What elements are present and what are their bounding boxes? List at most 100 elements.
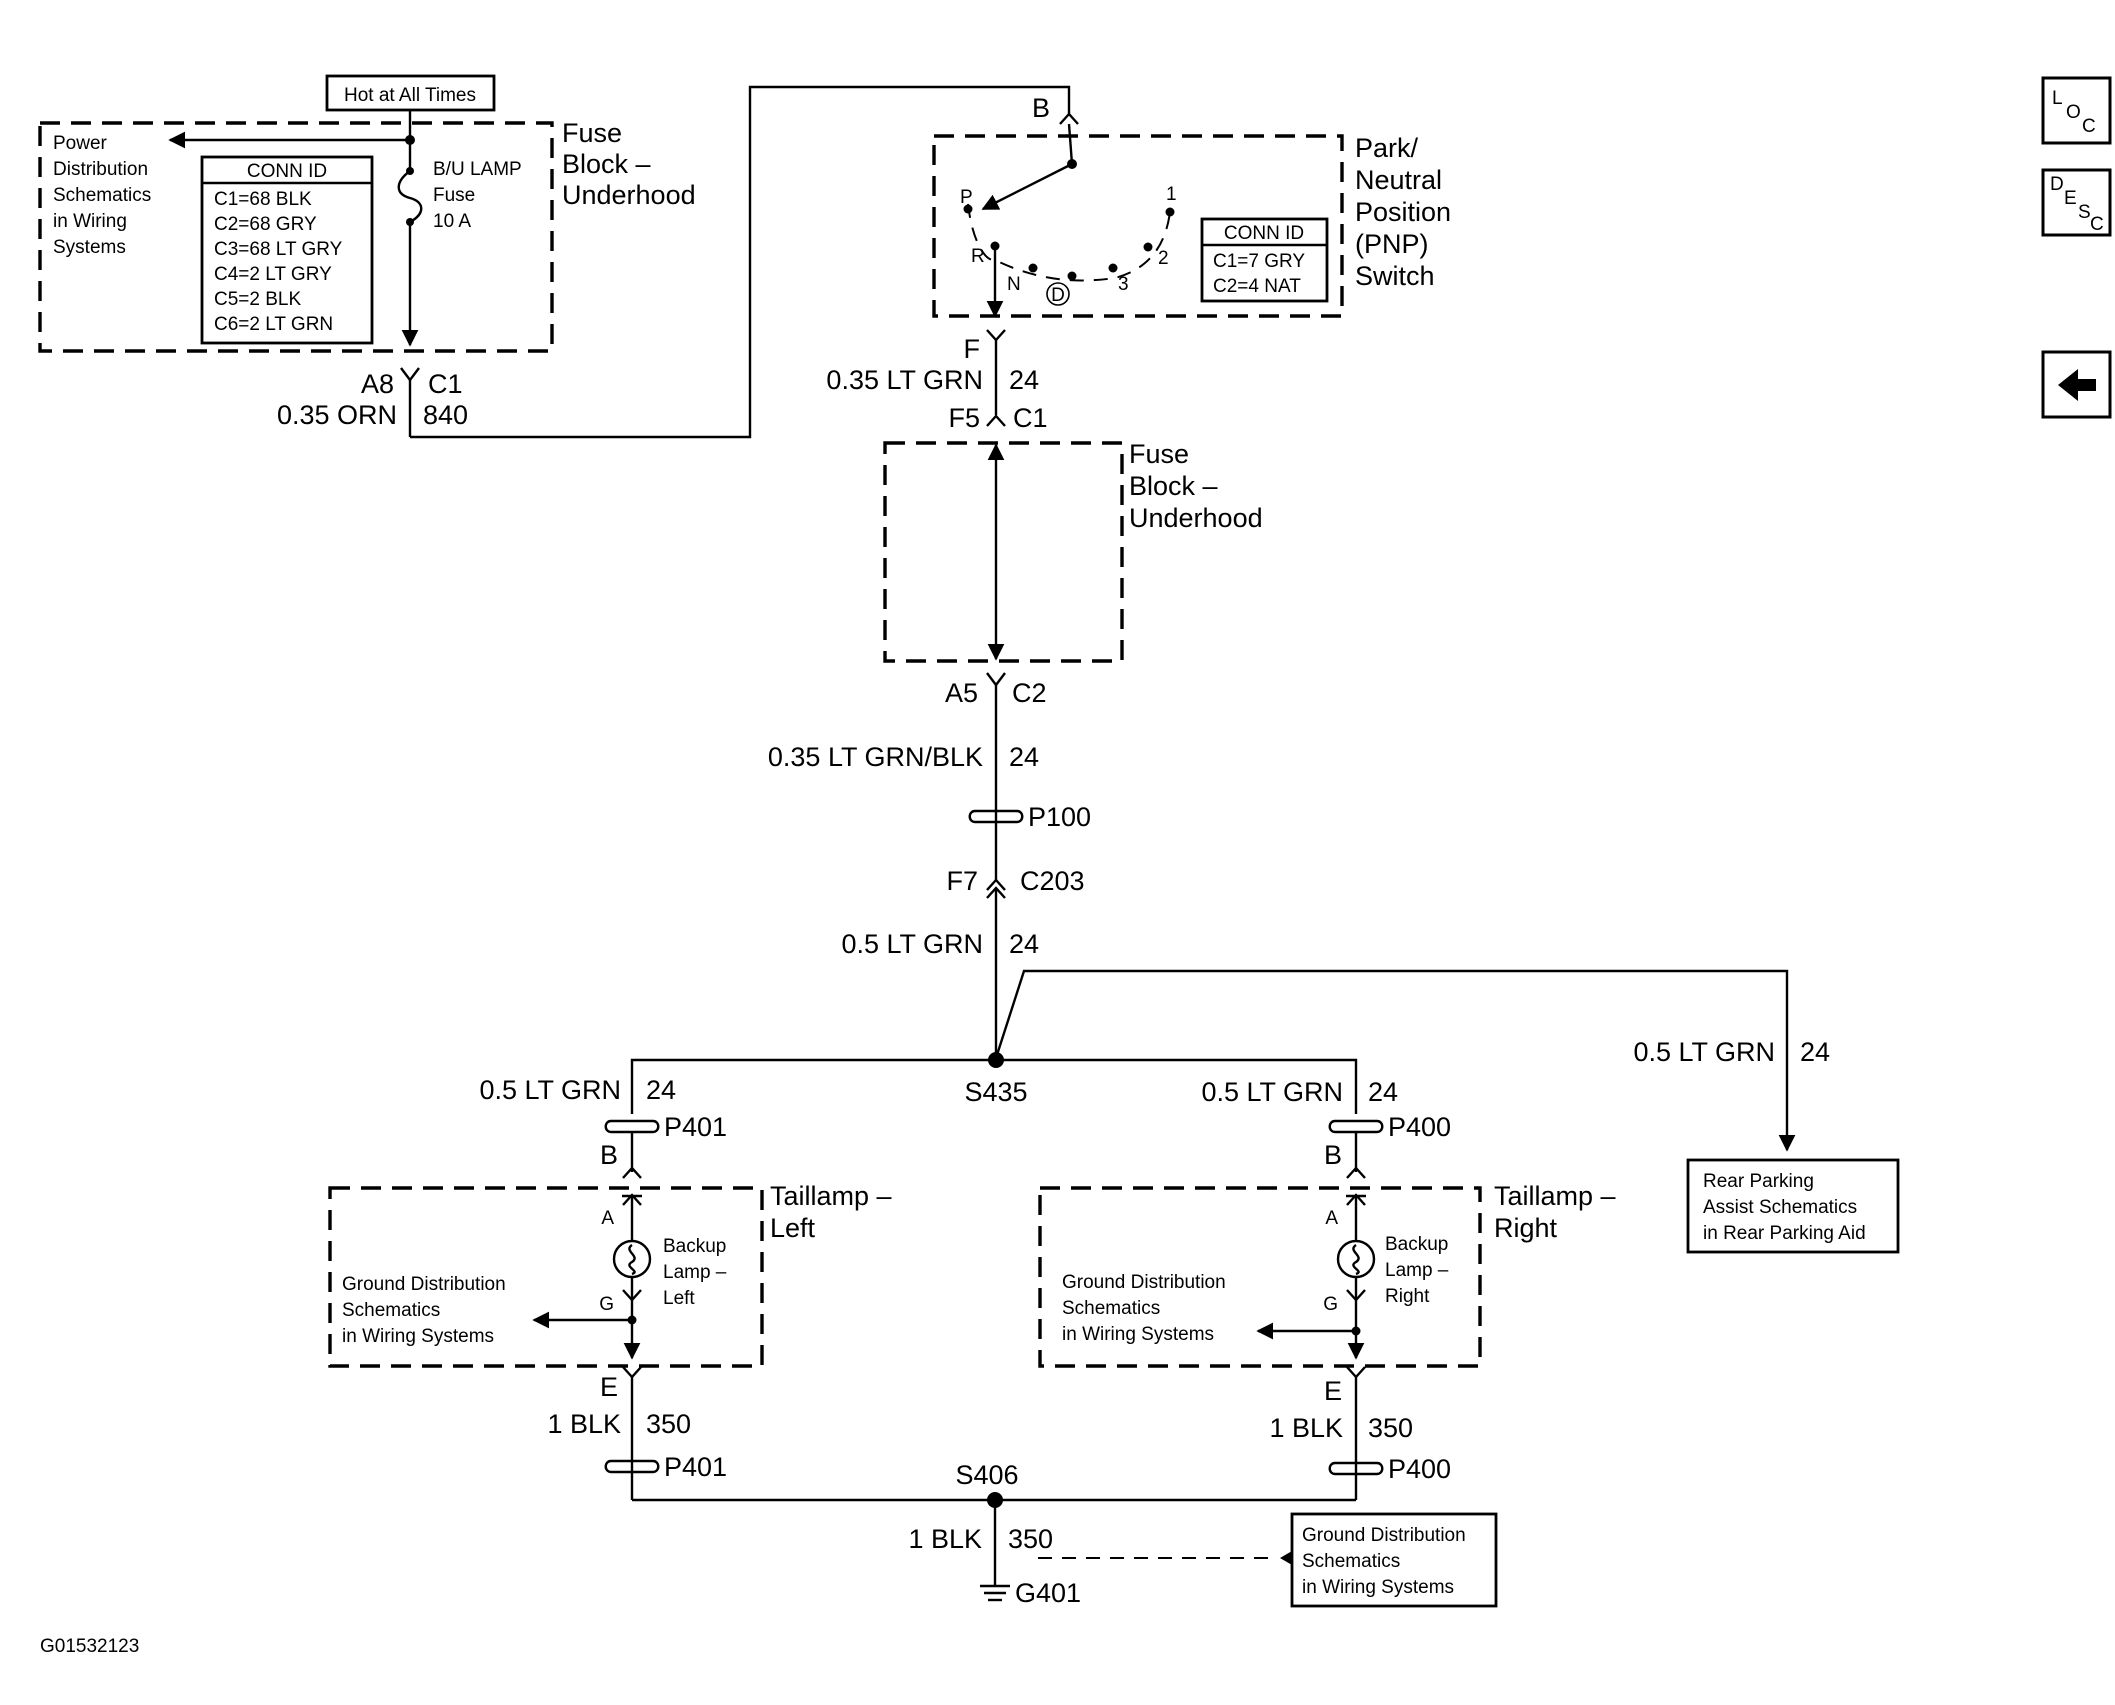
svg-text:G401: G401	[1015, 1578, 1081, 1608]
svg-text:10 A: 10 A	[433, 211, 471, 232]
svg-text:Assist Schematics: Assist Schematics	[1703, 1197, 1857, 1218]
svg-text:Switch: Switch	[1355, 261, 1435, 291]
ground-distribution-reference-left[interactable]: Ground Distribution Schematics in Wiring…	[342, 1274, 506, 1347]
svg-text:A: A	[1325, 1208, 1338, 1229]
svg-text:Hot at All Times: Hot at All Times	[344, 85, 476, 106]
taillamp-right-box	[1038, 1186, 1482, 1368]
conn-id-table-fuse-block: CONN ID C1=68 BLK C2=68 GRY C3=68 LT GRY…	[200, 155, 374, 345]
right-pin-e: E	[1324, 1366, 1366, 1406]
backup-lamp-right-label: Backup Lamp – Right	[1385, 1234, 1449, 1307]
svg-text:L: L	[2052, 88, 2063, 109]
wire-350-right-label: 1 BLK 350	[1269, 1413, 1413, 1443]
svg-text:C1=7 GRY: C1=7 GRY	[1213, 251, 1305, 272]
svg-text:Left: Left	[663, 1288, 695, 1309]
svg-text:B/U LAMP: B/U LAMP	[433, 159, 522, 180]
svg-text:Neutral: Neutral	[1355, 165, 1442, 195]
svg-text:24: 24	[1009, 929, 1039, 959]
taillamp-left-title: Taillamp – Left	[770, 1181, 892, 1243]
pnp-pin-f: F	[964, 329, 1006, 364]
svg-text:E: E	[600, 1372, 618, 1402]
svg-text:C1: C1	[1013, 403, 1048, 433]
wire-24-right-label: 0.5 LT GRN 24	[1201, 1077, 1398, 1107]
svg-text:Right: Right	[1494, 1213, 1558, 1243]
svg-text:24: 24	[1009, 742, 1039, 772]
svg-text:P401: P401	[664, 1452, 727, 1482]
left-pin-a: A	[601, 1193, 642, 1229]
svg-text:Ground Distribution: Ground Distribution	[1302, 1525, 1466, 1546]
svg-text:O: O	[2066, 102, 2081, 123]
taillamp-left-box	[328, 1186, 764, 1368]
svg-text:Lamp –: Lamp –	[1385, 1260, 1449, 1281]
svg-text:F: F	[964, 334, 981, 364]
svg-text:F7: F7	[946, 866, 978, 896]
pnp-switch-box	[932, 134, 1344, 318]
svg-text:B: B	[600, 1140, 618, 1170]
svg-text:Taillamp –: Taillamp –	[1494, 1181, 1616, 1211]
back-button[interactable]	[2041, 350, 2112, 419]
svg-text:Fuse: Fuse	[433, 185, 475, 206]
power-distribution-reference[interactable]: Power Distribution Schematics in Wiring …	[53, 133, 151, 258]
svg-text:C: C	[2082, 116, 2096, 137]
svg-text:in Rear Parking Aid: in Rear Parking Aid	[1703, 1223, 1866, 1244]
svg-text:Lamp –: Lamp –	[663, 1262, 727, 1283]
svg-text:C2=68 GRY: C2=68 GRY	[214, 214, 317, 235]
svg-text:Block –: Block –	[1129, 471, 1218, 501]
ground-distribution-reference-right[interactable]: Ground Distribution Schematics in Wiring…	[1062, 1272, 1226, 1345]
svg-text:3: 3	[1118, 274, 1129, 295]
svg-text:A: A	[601, 1208, 614, 1229]
bu-lamp-fuse-label: B/U LAMP Fuse 10 A	[433, 159, 522, 232]
svg-text:Park/: Park/	[1355, 133, 1419, 163]
figure-id: G01532123	[40, 1636, 139, 1657]
left-pin-g: G	[599, 1289, 642, 1315]
left-pin-b: B	[600, 1140, 642, 1179]
svg-text:Rear Parking: Rear Parking	[1703, 1171, 1814, 1192]
svg-text:B: B	[1324, 1140, 1342, 1170]
svg-text:Schematics: Schematics	[53, 185, 151, 206]
svg-text:1: 1	[1166, 184, 1177, 205]
svg-text:24: 24	[646, 1075, 676, 1105]
ground-g401: G401	[980, 1578, 1081, 1608]
svg-text:A5: A5	[945, 678, 978, 708]
wire-24-lt-grn-c-label: 0.5 LT GRN 24	[841, 929, 1039, 959]
svg-text:C1=68 BLK: C1=68 BLK	[214, 189, 312, 210]
svg-text:G: G	[599, 1294, 614, 1315]
svg-text:S: S	[2078, 202, 2091, 223]
svg-text:24: 24	[1009, 365, 1039, 395]
conn-id-table-pnp: CONN ID C1=7 GRY C2=4 NAT	[1200, 217, 1329, 303]
svg-text:E: E	[2064, 188, 2077, 209]
svg-text:(PNP): (PNP)	[1355, 229, 1429, 259]
back-arrow-icon	[2058, 369, 2096, 401]
splice-s406-label: S406	[955, 1460, 1018, 1490]
loc-button[interactable]: L O C	[2041, 76, 2112, 145]
svg-text:1 BLK: 1 BLK	[1269, 1413, 1343, 1443]
connector-p400-top: P400	[1328, 1112, 1451, 1142]
backup-lamp-left-label: Backup Lamp – Left	[663, 1236, 727, 1309]
svg-text:0.5 LT GRN: 0.5 LT GRN	[479, 1075, 621, 1105]
wire-24-rpa-label: 0.5 LT GRN 24	[1633, 1037, 1830, 1067]
rear-parking-assist-reference[interactable]: Rear Parking Assist Schematics in Rear P…	[1686, 1158, 1900, 1254]
pnp-switch-title: Park/ Neutral Position (PNP) Switch	[1355, 133, 1451, 291]
right-pin-g: G	[1323, 1289, 1366, 1315]
svg-text:B: B	[1032, 93, 1050, 123]
svg-text:Systems: Systems	[53, 237, 126, 258]
svg-text:Distribution: Distribution	[53, 159, 148, 180]
svg-text:in Wiring Systems: in Wiring Systems	[342, 1326, 494, 1347]
svg-text:Left: Left	[770, 1213, 816, 1243]
svg-text:0.5 LT GRN: 0.5 LT GRN	[1201, 1077, 1343, 1107]
ground-distribution-reference-bottom[interactable]: Ground Distribution Schematics in Wiring…	[1290, 1512, 1498, 1608]
svg-text:in Wiring Systems: in Wiring Systems	[1062, 1324, 1214, 1345]
svg-text:Taillamp –: Taillamp –	[770, 1181, 892, 1211]
svg-text:Fuse: Fuse	[1129, 439, 1189, 469]
svg-text:CONN ID: CONN ID	[1224, 223, 1304, 244]
svg-text:E: E	[1324, 1376, 1342, 1406]
svg-text:D: D	[2050, 174, 2064, 195]
connector-c203: F7 C203	[946, 866, 1085, 899]
svg-text:350: 350	[646, 1409, 691, 1439]
svg-text:in Wiring: in Wiring	[53, 211, 127, 232]
left-pin-e: E	[600, 1366, 642, 1402]
desc-button[interactable]: D E S C	[2041, 168, 2112, 237]
splice-s435-label: S435	[964, 1077, 1027, 1107]
connector-c1-a8: A8 C1	[361, 367, 463, 399]
svg-text:Block –: Block –	[562, 149, 651, 179]
svg-text:350: 350	[1008, 1524, 1053, 1554]
